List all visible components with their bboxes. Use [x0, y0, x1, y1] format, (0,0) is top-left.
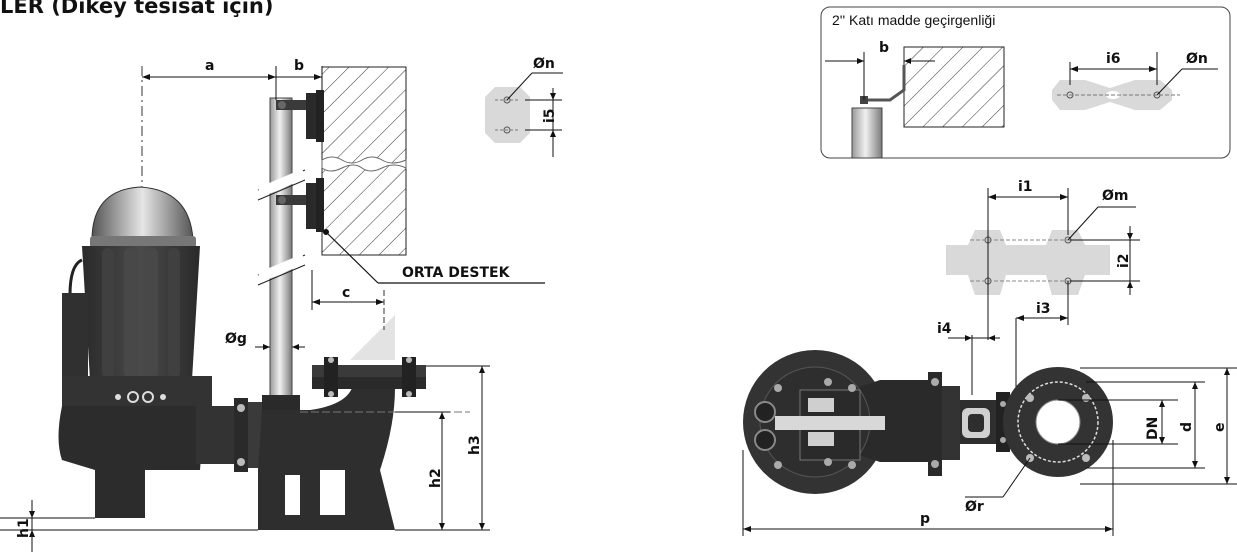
bracket-plate	[485, 87, 530, 143]
dim-n: Øn	[533, 56, 555, 72]
dim-e: e	[1212, 423, 1228, 433]
inset-plate	[1052, 80, 1180, 110]
inset-pipe	[851, 107, 883, 159]
wall-break	[321, 156, 407, 172]
support-label: ORTA DESTEK	[402, 265, 511, 281]
dim-b-inset: b	[879, 40, 889, 56]
dim-p: p	[920, 511, 930, 527]
inset-caption: 2'' Katı madde geçirgenliği	[832, 12, 995, 28]
middle-support-bracket	[276, 178, 324, 232]
dim-i2: i2	[1116, 253, 1132, 268]
inset-wall	[903, 46, 1005, 128]
dim-i1: i1	[1018, 179, 1033, 195]
duckfoot-bend	[258, 315, 426, 530]
dim-h3: h3	[467, 435, 483, 455]
upper-bracket	[276, 90, 324, 142]
pump-volute	[58, 398, 262, 518]
dim-g: Øg	[225, 331, 247, 347]
dim-b: b	[294, 58, 304, 74]
dim-i3: i3	[1036, 301, 1051, 317]
page-title: LER (Dikey tesisat için)	[0, 0, 274, 18]
dim-dn: DN	[1145, 417, 1161, 440]
guide-pipe	[269, 97, 293, 401]
dim-h1: h1	[16, 518, 32, 538]
dim-n-inset: Øn	[1186, 51, 1208, 67]
dim-i5: i5	[542, 108, 558, 123]
dim-a: a	[205, 58, 214, 74]
pump-motor	[62, 186, 212, 406]
dim-d: d	[1179, 422, 1195, 432]
dim-m: Øm	[1102, 188, 1129, 204]
dim-c: c	[342, 285, 350, 301]
dim-r: Ør	[965, 499, 984, 515]
dim-i6: i6	[1106, 51, 1121, 67]
dim-i4: i4	[937, 321, 952, 337]
dim-h2: h2	[428, 468, 444, 488]
pump-top-view	[743, 350, 1113, 494]
